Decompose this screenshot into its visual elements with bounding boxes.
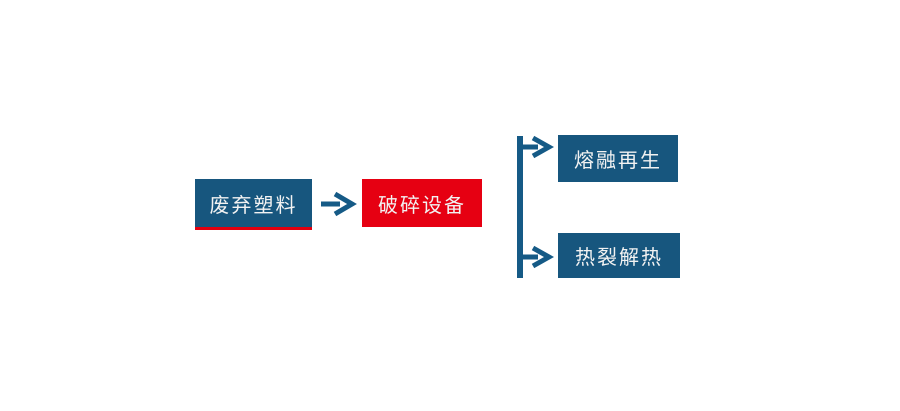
node-pyrolysis-heat: 热裂解热 bbox=[558, 233, 680, 278]
node-crushing-equipment-label: 破碎设备 bbox=[378, 192, 466, 217]
branch-vertical-line bbox=[517, 136, 523, 278]
branch-arrow-bottom-icon bbox=[520, 245, 554, 269]
node-waste-plastic-label: 废弃塑料 bbox=[209, 192, 298, 217]
node-pyrolysis-heat-label: 热裂解热 bbox=[575, 245, 663, 269]
node-melt-regeneration-label: 熔融再生 bbox=[574, 148, 662, 172]
node-waste-plastic: 废弃塑料 bbox=[195, 179, 312, 230]
node-crushing-equipment: 破碎设备 bbox=[362, 179, 482, 227]
node-melt-regeneration: 熔融再生 bbox=[558, 135, 678, 182]
arrow-right-icon bbox=[321, 191, 357, 217]
branch-arrow-top-icon bbox=[520, 135, 554, 159]
